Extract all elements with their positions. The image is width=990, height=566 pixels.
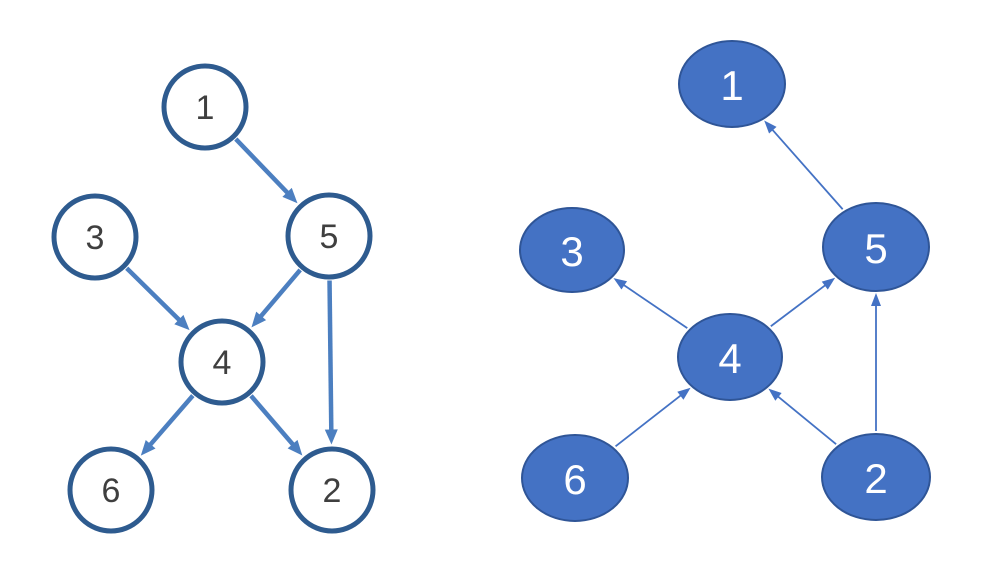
left-graph-edge-5-to-4 [251, 268, 302, 328]
node-label: 6 [563, 456, 586, 503]
node-label: 4 [213, 344, 232, 382]
arrowhead-icon [174, 314, 190, 331]
right-graph-edge-5-to-1 [764, 120, 844, 210]
edge-line [622, 283, 688, 329]
edge-line [258, 268, 302, 319]
edge-line [770, 283, 827, 327]
right-graph-edge-2-to-4 [768, 388, 837, 445]
right-graph-edge-6-to-4 [615, 387, 691, 448]
left-graph-node-3: 3 [51, 193, 139, 281]
arrowhead-icon [282, 187, 298, 204]
left-graph-edge-3-to-4 [125, 266, 190, 331]
arrowhead-icon [140, 440, 156, 456]
node-label: 5 [864, 225, 887, 272]
left-graph-edge-4-to-6 [140, 394, 195, 456]
arrowhead-icon [613, 278, 628, 290]
edge-line [771, 128, 844, 210]
edge-line [125, 266, 182, 323]
node-shape [821, 433, 931, 521]
right-graph-edge-4-to-5 [770, 277, 836, 327]
left-graph-edge-1-to-5 [234, 137, 298, 204]
node-label: 1 [720, 62, 743, 109]
node-shape [178, 318, 266, 406]
right-graph-node-6: 6 [521, 434, 629, 522]
node-label: 4 [718, 335, 741, 382]
left-graph-node-6: 6 [67, 446, 155, 534]
node-label: 3 [560, 228, 583, 275]
left-graph-edge-5-to-2 [324, 280, 338, 445]
right-graph-node-4: 4 [677, 313, 783, 401]
node-label: 2 [323, 472, 342, 510]
node-shape [677, 313, 783, 401]
node-shape [519, 207, 625, 293]
node-label: 2 [864, 455, 887, 502]
arrowhead-icon [768, 388, 782, 401]
right-graph-edge-2-to-5 [871, 293, 881, 431]
right-graph-node-5: 5 [822, 202, 930, 292]
right-graph-node-1: 1 [678, 40, 786, 128]
node-shape [161, 63, 249, 151]
left-graph-node-1: 1 [161, 63, 249, 151]
left-graph-node-5: 5 [285, 192, 373, 280]
edge-line [249, 394, 296, 447]
node-label: 1 [196, 89, 215, 127]
node-label: 6 [102, 472, 121, 510]
edge-line [147, 394, 195, 447]
node-shape [67, 446, 155, 534]
right-graph-node-2: 2 [821, 433, 931, 521]
arrowhead-icon [871, 293, 881, 306]
arrowhead-icon [764, 120, 777, 134]
arrowhead-icon [287, 439, 303, 456]
node-shape [51, 193, 139, 281]
edge-line [234, 137, 290, 196]
right-graph-node-3: 3 [519, 207, 625, 293]
node-label: 5 [320, 218, 339, 256]
arrowhead-icon [677, 387, 691, 400]
arrowhead-icon [251, 311, 267, 328]
left-graph-edge-4-to-2 [249, 394, 303, 456]
left-directed-graph: 1 3 5 4 6 2 [51, 63, 376, 534]
node-label: 3 [86, 219, 105, 257]
edge-line [615, 394, 683, 448]
right-directed-graph: 1 3 5 4 6 2 [519, 40, 931, 522]
arrowhead-icon [324, 429, 338, 445]
node-shape [822, 202, 930, 292]
edge-line [327, 280, 334, 432]
node-shape [521, 434, 629, 522]
node-shape [678, 40, 786, 128]
node-shape [288, 446, 376, 534]
node-shape [285, 192, 373, 280]
arrowhead-icon [821, 277, 836, 290]
edge-line [776, 395, 837, 445]
right-graph-edge-4-to-3 [613, 278, 688, 329]
left-graph-node-2: 2 [288, 446, 376, 534]
left-graph-node-4: 4 [178, 318, 266, 406]
